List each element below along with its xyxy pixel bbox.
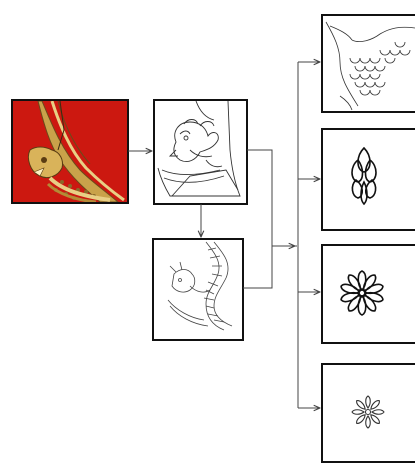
scale-pattern-sketch-node bbox=[322, 15, 415, 112]
wayang-dragon-photo-node bbox=[12, 100, 128, 203]
connector-serpent-to-hub bbox=[243, 246, 272, 288]
teardrop-petal-cluster-node bbox=[322, 129, 415, 230]
small-flower-motif-node bbox=[322, 364, 415, 462]
daisy-rosette-node bbox=[322, 245, 415, 343]
wayang-dragon-photo-icon bbox=[13, 101, 127, 202]
connector-outline-to-hub bbox=[247, 150, 297, 246]
dragon-head-outline-node bbox=[154, 100, 247, 204]
serpent-line-drawing-node bbox=[153, 239, 243, 340]
